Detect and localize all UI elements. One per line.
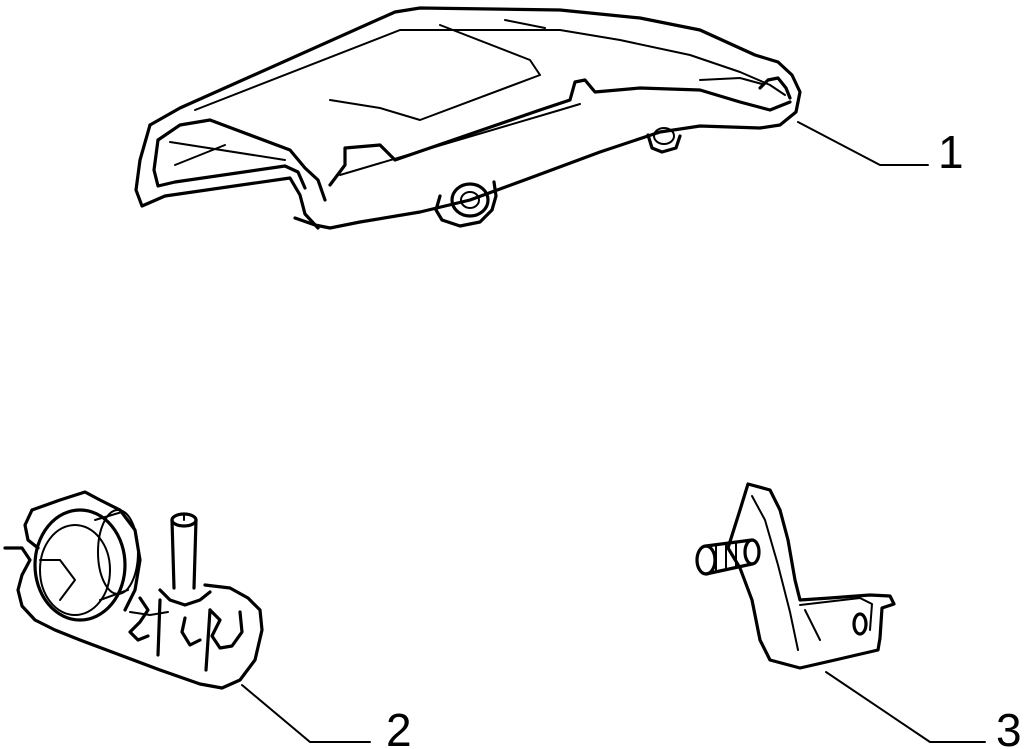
- callout-labels: 1 2 3: [386, 126, 1022, 749]
- callout-1-label: 1: [938, 126, 964, 178]
- part-1-housing: [134, 6, 929, 230]
- callout-2-label: 2: [386, 704, 412, 749]
- callout-3-label: 3: [996, 704, 1022, 749]
- part-3-bracket: [695, 482, 986, 743]
- part-2-holder: [3, 490, 371, 743]
